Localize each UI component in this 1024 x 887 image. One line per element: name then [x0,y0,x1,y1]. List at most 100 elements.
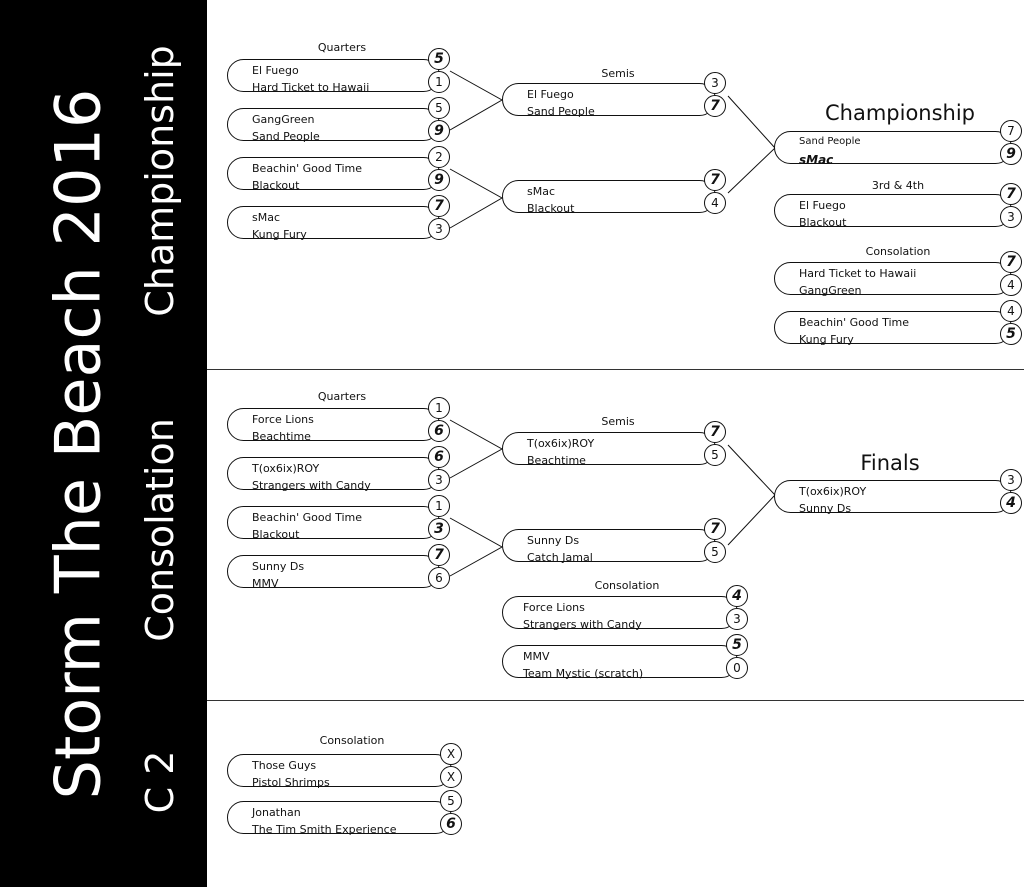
team-name: Sunny Ds [799,502,852,515]
match-box: T(ox6ix)ROY Strangers with Candy 6 3 [227,446,450,492]
team-name: Kung Fury [252,228,307,241]
team-name: T(ox6ix)ROY [527,437,595,450]
score-circle: 6 [440,813,462,835]
connector-line [449,419,504,479]
team-name: Catch Jamal [527,551,593,564]
team-name: Force Lions [252,413,314,426]
match-box: Those Guys Pistol Shrimps X X [227,743,462,789]
team-name: Pistol Shrimps [252,776,330,789]
team-name: Sand People [252,130,320,143]
team-name: Hard Ticket to Hawaii [799,267,917,280]
score-circle: 4 [1000,300,1022,322]
score-circle: 5 [428,48,450,70]
team-name: Team Mystic (scratch) [523,667,644,680]
connector-line [449,517,504,577]
connector-line [449,70,504,131]
match-box: sMac Kung Fury 7 3 [227,195,450,241]
score-circle: 9 [428,169,450,191]
score-circle: 9 [428,120,450,142]
match-box: Force Lions Strangers with Candy 4 3 [502,585,748,631]
match-box-championship-final: Sand People sMac 7 9 [774,120,1022,167]
score-circle: 3 [1000,206,1022,228]
score-circle: 6 [428,446,450,468]
team-name: Beachin' Good Time [799,316,910,329]
round-label-third-fourth: 3rd & 4th [871,179,925,192]
score-circle: 7 [428,195,450,217]
score-circle: 5 [440,790,462,812]
round-label-consolation: Consolation [319,734,385,747]
score-circle: 7 [704,169,726,191]
score-circle: 9 [1000,143,1022,165]
round-label-quarters: Quarters [317,41,367,54]
team-name: Beachin' Good Time [252,511,363,524]
match-box: T(ox6ix)ROY Beachtime 7 5 [502,421,726,467]
team-name: sMac [252,211,281,224]
score-circle: 2 [428,146,450,168]
team-name: T(ox6ix)ROY [799,485,867,498]
round-label-finals: Finals [860,451,920,475]
section-divider [207,369,1024,370]
score-circle: 0 [726,657,748,679]
match-box: El Fuego Hard Ticket to Hawaii 5 1 [227,48,450,94]
score-circle: 6 [428,420,450,442]
connector-line [727,95,776,194]
score-circle: 1 [428,495,450,517]
team-name: El Fuego [527,88,574,101]
team-name: T(ox6ix)ROY [252,462,320,475]
connector-line [727,444,776,546]
team-name: Those Guys [252,759,317,772]
score-circle: 7 [428,544,450,566]
round-label-consolation: Consolation [865,245,931,258]
score-circle: 4 [1000,492,1022,514]
match-box: Sunny Ds MMV 7 6 [227,544,450,590]
match-box: sMac Blackout 7 4 [502,169,726,215]
score-circle: 3 [704,72,726,94]
score-circle: 7 [1000,183,1022,205]
round-label-consolation: Consolation [594,579,660,592]
match-box: Sunny Ds Catch Jamal 7 5 [502,518,726,564]
score-circle: 4 [726,585,748,607]
team-name: Beachtime [527,454,586,467]
score-circle: 4 [1000,274,1022,296]
score-circle: 5 [726,634,748,656]
match-box: GangGreen Sand People 5 9 [227,97,450,143]
team-name: Sand People [799,136,861,147]
team-name: Jonathan [252,806,301,819]
team-name: Strangers with Candy [252,479,371,492]
team-name: Sunny Ds [252,560,305,573]
score-circle: 3 [726,608,748,630]
match-box: MMV Team Mystic (scratch) 5 0 [502,634,748,680]
score-circle: X [440,766,462,788]
score-circle: 1 [428,397,450,419]
round-label-semis: Semis [601,67,635,80]
team-name: sMac [527,185,556,198]
score-circle: 5 [428,97,450,119]
round-label-championship: Championship [824,101,976,125]
score-circle: 3 [428,218,450,240]
match-box: Beachin' Good Time Blackout 1 3 [227,495,450,541]
team-name: Blackout [799,216,847,229]
team-name: GangGreen [252,113,315,126]
section-divider [207,700,1024,701]
score-circle: 6 [428,567,450,589]
team-name: GangGreen [799,284,862,297]
team-name: MMV [252,577,279,590]
team-name: Blackout [252,179,300,192]
team-name: Kung Fury [799,333,854,346]
team-name: Beachtime [252,430,311,443]
score-circle: 7 [704,518,726,540]
match-box: El Fuego Sand People 3 7 [502,72,726,118]
team-name: The Tim Smith Experience [252,823,397,836]
score-circle: 5 [1000,323,1022,345]
match-box: Hard Ticket to Hawaii GangGreen 7 4 [774,251,1022,297]
score-circle: 1 [428,71,450,93]
round-label-quarters: Quarters [317,390,367,403]
score-circle: 4 [704,192,726,214]
score-circle: X [440,743,462,765]
score-circle: 7 [1000,251,1022,273]
team-name: El Fuego [252,64,299,77]
team-name: El Fuego [799,199,846,212]
score-circle: 7 [1000,120,1022,142]
team-name: Force Lions [523,601,585,614]
score-circle: 3 [428,469,450,491]
